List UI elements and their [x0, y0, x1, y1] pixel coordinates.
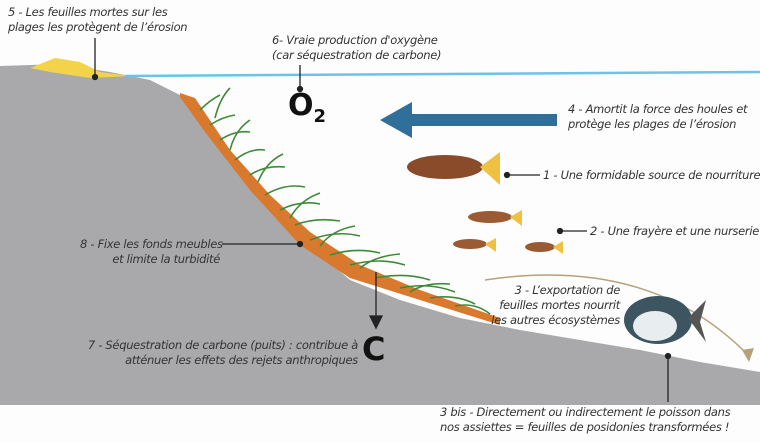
water-surface-line	[124, 70, 760, 78]
export-arrow	[484, 274, 749, 356]
swell-arrow	[380, 102, 557, 138]
label-line: plages les protègent de l’érosion	[8, 20, 188, 34]
label-line: 3 bis - Directement ou indirectement le …	[440, 405, 731, 419]
label-line: et limite la turbidité	[112, 252, 220, 266]
label-line: (car séquestration de carbone)	[272, 48, 442, 62]
export-arrow-head	[742, 348, 754, 362]
seagrass-meadow	[199, 87, 491, 315]
oxygen-letter: O	[288, 88, 314, 123]
seabed	[0, 64, 760, 405]
label-5-beach-leaves: 5 - Les feuilles mortes sur les plages l…	[8, 5, 188, 35]
label-line: 6- Vraie production d'oxygène	[272, 33, 438, 47]
label-line: protège les plages de l’érosion	[568, 117, 737, 131]
label-6-oxygen: 6- Vraie production d'oxygène (car séque…	[272, 33, 442, 63]
fish-saupe	[624, 296, 706, 344]
fish-juveniles	[453, 210, 563, 254]
label-3bis-fish-plate: 3 bis - Directement ou indirectement le …	[440, 405, 731, 435]
label-line: 5 - Les feuilles mortes sur les	[8, 5, 168, 19]
label-line: 7 - Séquestration de carbone (puits) : c…	[87, 338, 358, 352]
oxygen-subscript: 2	[313, 106, 327, 127]
label-8-sediment: 8 - Fixe les fonds meubles et limite la …	[80, 237, 223, 267]
label-2-nursery: 2 - Une frayère et une nurserie	[590, 224, 759, 238]
fish-large	[407, 152, 500, 185]
label-line: atténuer les effets des rejets anthropiq…	[125, 353, 358, 367]
connector-lines	[91, 38, 672, 402]
label-line: 3 - L’exportation de	[514, 283, 621, 297]
label-1-food: 1 - Une formidable source de nourriture	[543, 168, 760, 182]
label-3-export: 3 - L’exportation de feuilles mortes nou…	[460, 283, 620, 328]
label-line: les autres écosystèmes	[491, 313, 620, 327]
label-line: 4 - Amortit la force des houles et	[568, 102, 748, 116]
label-4-swell: 4 - Amortit la force des houles et protè…	[568, 102, 747, 132]
label-line: feuilles mortes nourrit	[499, 298, 620, 312]
label-line: 8 - Fixe les fonds meubles	[80, 237, 223, 251]
label-7-carbon: 7 - Séquestration de carbone (puits) : c…	[60, 338, 358, 368]
label-line: nos assiettes = feuilles de posidonies t…	[440, 420, 730, 434]
carbon-symbol: C	[362, 330, 386, 368]
dead-leaves-beach	[30, 58, 130, 78]
oxygen-symbol: O2	[288, 88, 326, 127]
